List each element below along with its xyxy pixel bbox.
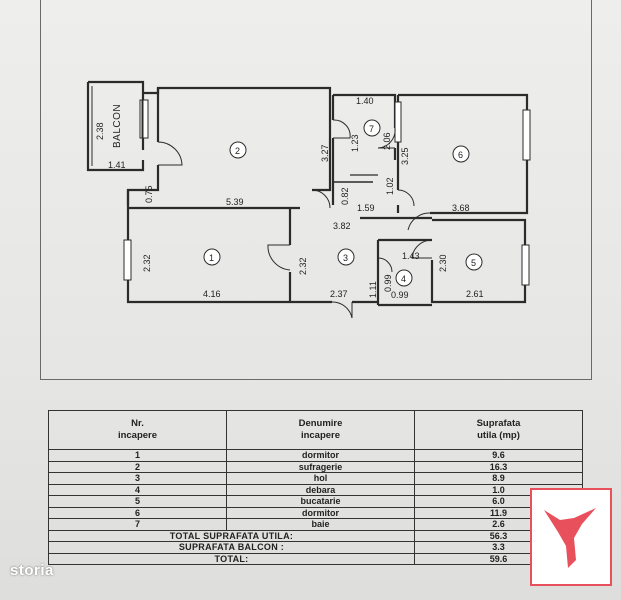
table-row: 2 sufragerie 16.3 bbox=[48, 460, 583, 473]
room-2-height-dim: 3.27 bbox=[320, 144, 330, 162]
room-2-width-dim: 5.39 bbox=[226, 197, 244, 207]
total-row: TOTAL SUPRAFATA UTILA: 56.3 bbox=[48, 529, 583, 542]
row-nr: 2 bbox=[48, 460, 227, 473]
room-6-number: 6 bbox=[458, 150, 463, 160]
room-1-height-dim: 2.32 bbox=[142, 254, 152, 272]
row-area: 16.3 bbox=[414, 460, 583, 473]
row-name: bucatarie bbox=[226, 495, 415, 508]
dim-102: 1.02 bbox=[385, 177, 395, 195]
floor-plan: 2 1 3 7 6 5 4 2.38 BALCON 1.41 0.75 5.39… bbox=[86, 80, 531, 319]
balcon-width-dim: 1.41 bbox=[108, 160, 126, 170]
grand-total-label: TOTAL: bbox=[48, 552, 415, 565]
header-name-text: Denumire incapere bbox=[298, 418, 343, 441]
room-7-height-dim-1: 1.23 bbox=[350, 134, 360, 152]
room-number-circles bbox=[203, 119, 483, 287]
header-nr: Nr. incapere bbox=[48, 410, 227, 450]
row-nr: 6 bbox=[48, 506, 227, 519]
balcony-label: SUPRAFATA BALCON : bbox=[48, 541, 415, 554]
row-area: 8.9 bbox=[414, 472, 583, 485]
balcon-height-dim: 2.38 bbox=[95, 122, 105, 140]
row-nr: 7 bbox=[48, 518, 227, 531]
hall-bottom-dim: 2.37 bbox=[330, 289, 348, 299]
header-nr-text: Nr. incapere bbox=[117, 418, 158, 441]
table-row: 4 debara 1.0 bbox=[48, 483, 583, 496]
room-5-number: 5 bbox=[471, 258, 476, 268]
dim-075: 0.75 bbox=[144, 185, 154, 203]
dim-082: 0.82 bbox=[340, 187, 350, 205]
plan-walls bbox=[86, 80, 529, 307]
row-area: 9.6 bbox=[414, 449, 583, 462]
plan-windows bbox=[123, 99, 531, 286]
balcon-label: BALCON bbox=[112, 104, 123, 148]
row-nr: 3 bbox=[48, 472, 227, 485]
room-2-number: 2 bbox=[235, 146, 240, 156]
row-nr: 1 bbox=[48, 449, 227, 462]
table-row: 7 baie 2.6 bbox=[48, 518, 583, 531]
room-4-width-dim: 0.99 bbox=[391, 290, 409, 300]
room-area-table: Nr. incapere Denumire incapere Suprafata… bbox=[48, 410, 583, 565]
room-4-number: 4 bbox=[401, 274, 406, 284]
brand-watermark: storia bbox=[10, 562, 54, 579]
balcony-row: SUPRAFATA BALCON : 3.3 bbox=[48, 541, 583, 554]
plan-frame bbox=[40, 0, 592, 380]
plan-doors bbox=[157, 119, 433, 319]
table-row: 3 hol 8.9 bbox=[48, 472, 583, 485]
row-name: debara bbox=[226, 483, 415, 496]
room-4-height-dim-2: 0.99 bbox=[383, 274, 393, 292]
room-7-height-dim-2: 2.06 bbox=[382, 132, 392, 150]
room-5-width-dim: 2.61 bbox=[466, 289, 484, 299]
table-row: 5 bucatarie 6.0 bbox=[48, 495, 583, 508]
table-header-row: Nr. incapere Denumire incapere Suprafata… bbox=[48, 410, 583, 450]
total-label: TOTAL SUPRAFATA UTILA: bbox=[48, 529, 415, 542]
table-row: 1 dormitor 9.6 bbox=[48, 449, 583, 462]
room-5-height-dim: 2.30 bbox=[438, 254, 448, 272]
hall-width-dim: 3.82 bbox=[333, 221, 351, 231]
room-3-number: 3 bbox=[343, 253, 348, 263]
row-name: baie bbox=[226, 518, 415, 531]
room-1-number: 1 bbox=[209, 253, 214, 263]
grand-total-row: TOTAL: 59.6 bbox=[48, 552, 583, 565]
row-name: dormitor bbox=[226, 506, 415, 519]
room-4-top-dim: 1.43 bbox=[402, 251, 420, 261]
header-area: Suprafata utila (mp) bbox=[414, 410, 583, 450]
row-name: hol bbox=[226, 472, 415, 485]
room-1-width-dim: 4.16 bbox=[203, 289, 221, 299]
room-4-height-dim-1: 1.11 bbox=[368, 281, 378, 298]
header-name: Denumire incapere bbox=[226, 410, 415, 450]
room-7-number: 7 bbox=[369, 124, 374, 134]
row-name: sufragerie bbox=[226, 460, 415, 473]
row-nr: 4 bbox=[48, 483, 227, 496]
header-area-text: Suprafata utila (mp) bbox=[476, 418, 521, 441]
brand-logo-icon bbox=[530, 488, 612, 586]
row-nr: 5 bbox=[48, 495, 227, 508]
table-row: 6 dormitor 11.9 bbox=[48, 506, 583, 519]
row-name: dormitor bbox=[226, 449, 415, 462]
hall-height-dim: 2.32 bbox=[298, 257, 308, 275]
room-6-width-dim: 3.68 bbox=[452, 203, 470, 213]
dim-159: 1.59 bbox=[357, 203, 375, 213]
room-6-height-dim: 3.25 bbox=[400, 147, 410, 165]
room-7-width-dim: 1.40 bbox=[356, 96, 374, 106]
